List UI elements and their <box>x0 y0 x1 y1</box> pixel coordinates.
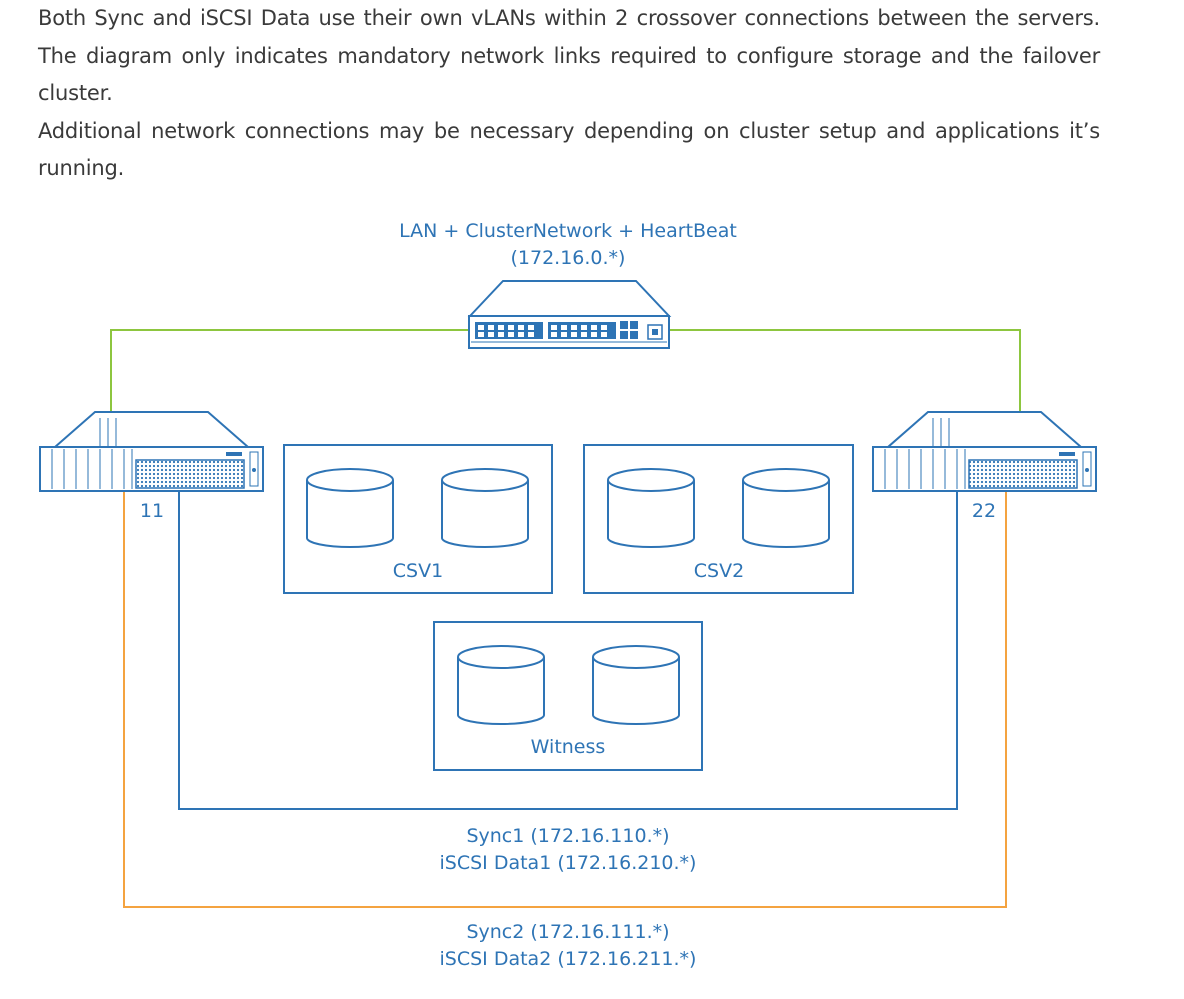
storage-label-witness: Witness <box>531 736 606 758</box>
server-11 <box>39 411 264 492</box>
switch-label-line2: (172.16.0.*) <box>511 247 626 269</box>
storage-label-csv2: CSV2 <box>694 560 744 582</box>
storage-group-csv1 <box>283 444 553 594</box>
switch-uplink-ports <box>620 321 638 339</box>
lan-links <box>110 329 1021 412</box>
intro-paragraph-2: Additional network connections may be ne… <box>38 118 1100 181</box>
storage-group-witness <box>433 621 703 771</box>
sync1-link <box>178 492 958 810</box>
sync2-link <box>123 492 1007 908</box>
intro-text: Both Sync and iSCSI Data use their own v… <box>38 0 1100 188</box>
storage-label-csv1: CSV1 <box>393 560 443 582</box>
storage-group-csv2 <box>583 444 854 594</box>
sync2-label-line2: iSCSI Data2 (172.16.211.*) <box>440 948 697 970</box>
switch-label-line1: LAN + ClusterNetwork + HeartBeat <box>399 220 737 242</box>
intro-paragraph-1: Both Sync and iSCSI Data use their own v… <box>38 6 1100 105</box>
disk-icon <box>592 645 680 725</box>
sync2-label-line1: Sync2 (172.16.111.*) <box>466 921 669 943</box>
server-22 <box>872 411 1097 492</box>
network-switch <box>467 280 672 349</box>
disk-icon <box>742 468 830 548</box>
disk-icon <box>306 468 394 548</box>
sync1-label-line1: Sync1 (172.16.110.*) <box>466 825 669 847</box>
lan-link-right <box>669 329 1021 412</box>
disk-icon <box>607 468 695 548</box>
server-label-11: 11 <box>140 500 164 522</box>
sync1-label-line2: iSCSI Data1 (172.16.210.*) <box>440 852 697 874</box>
lan-link-left <box>110 329 470 412</box>
disk-icon <box>457 645 545 725</box>
disk-icon <box>441 468 529 548</box>
server-label-22: 22 <box>972 500 996 522</box>
